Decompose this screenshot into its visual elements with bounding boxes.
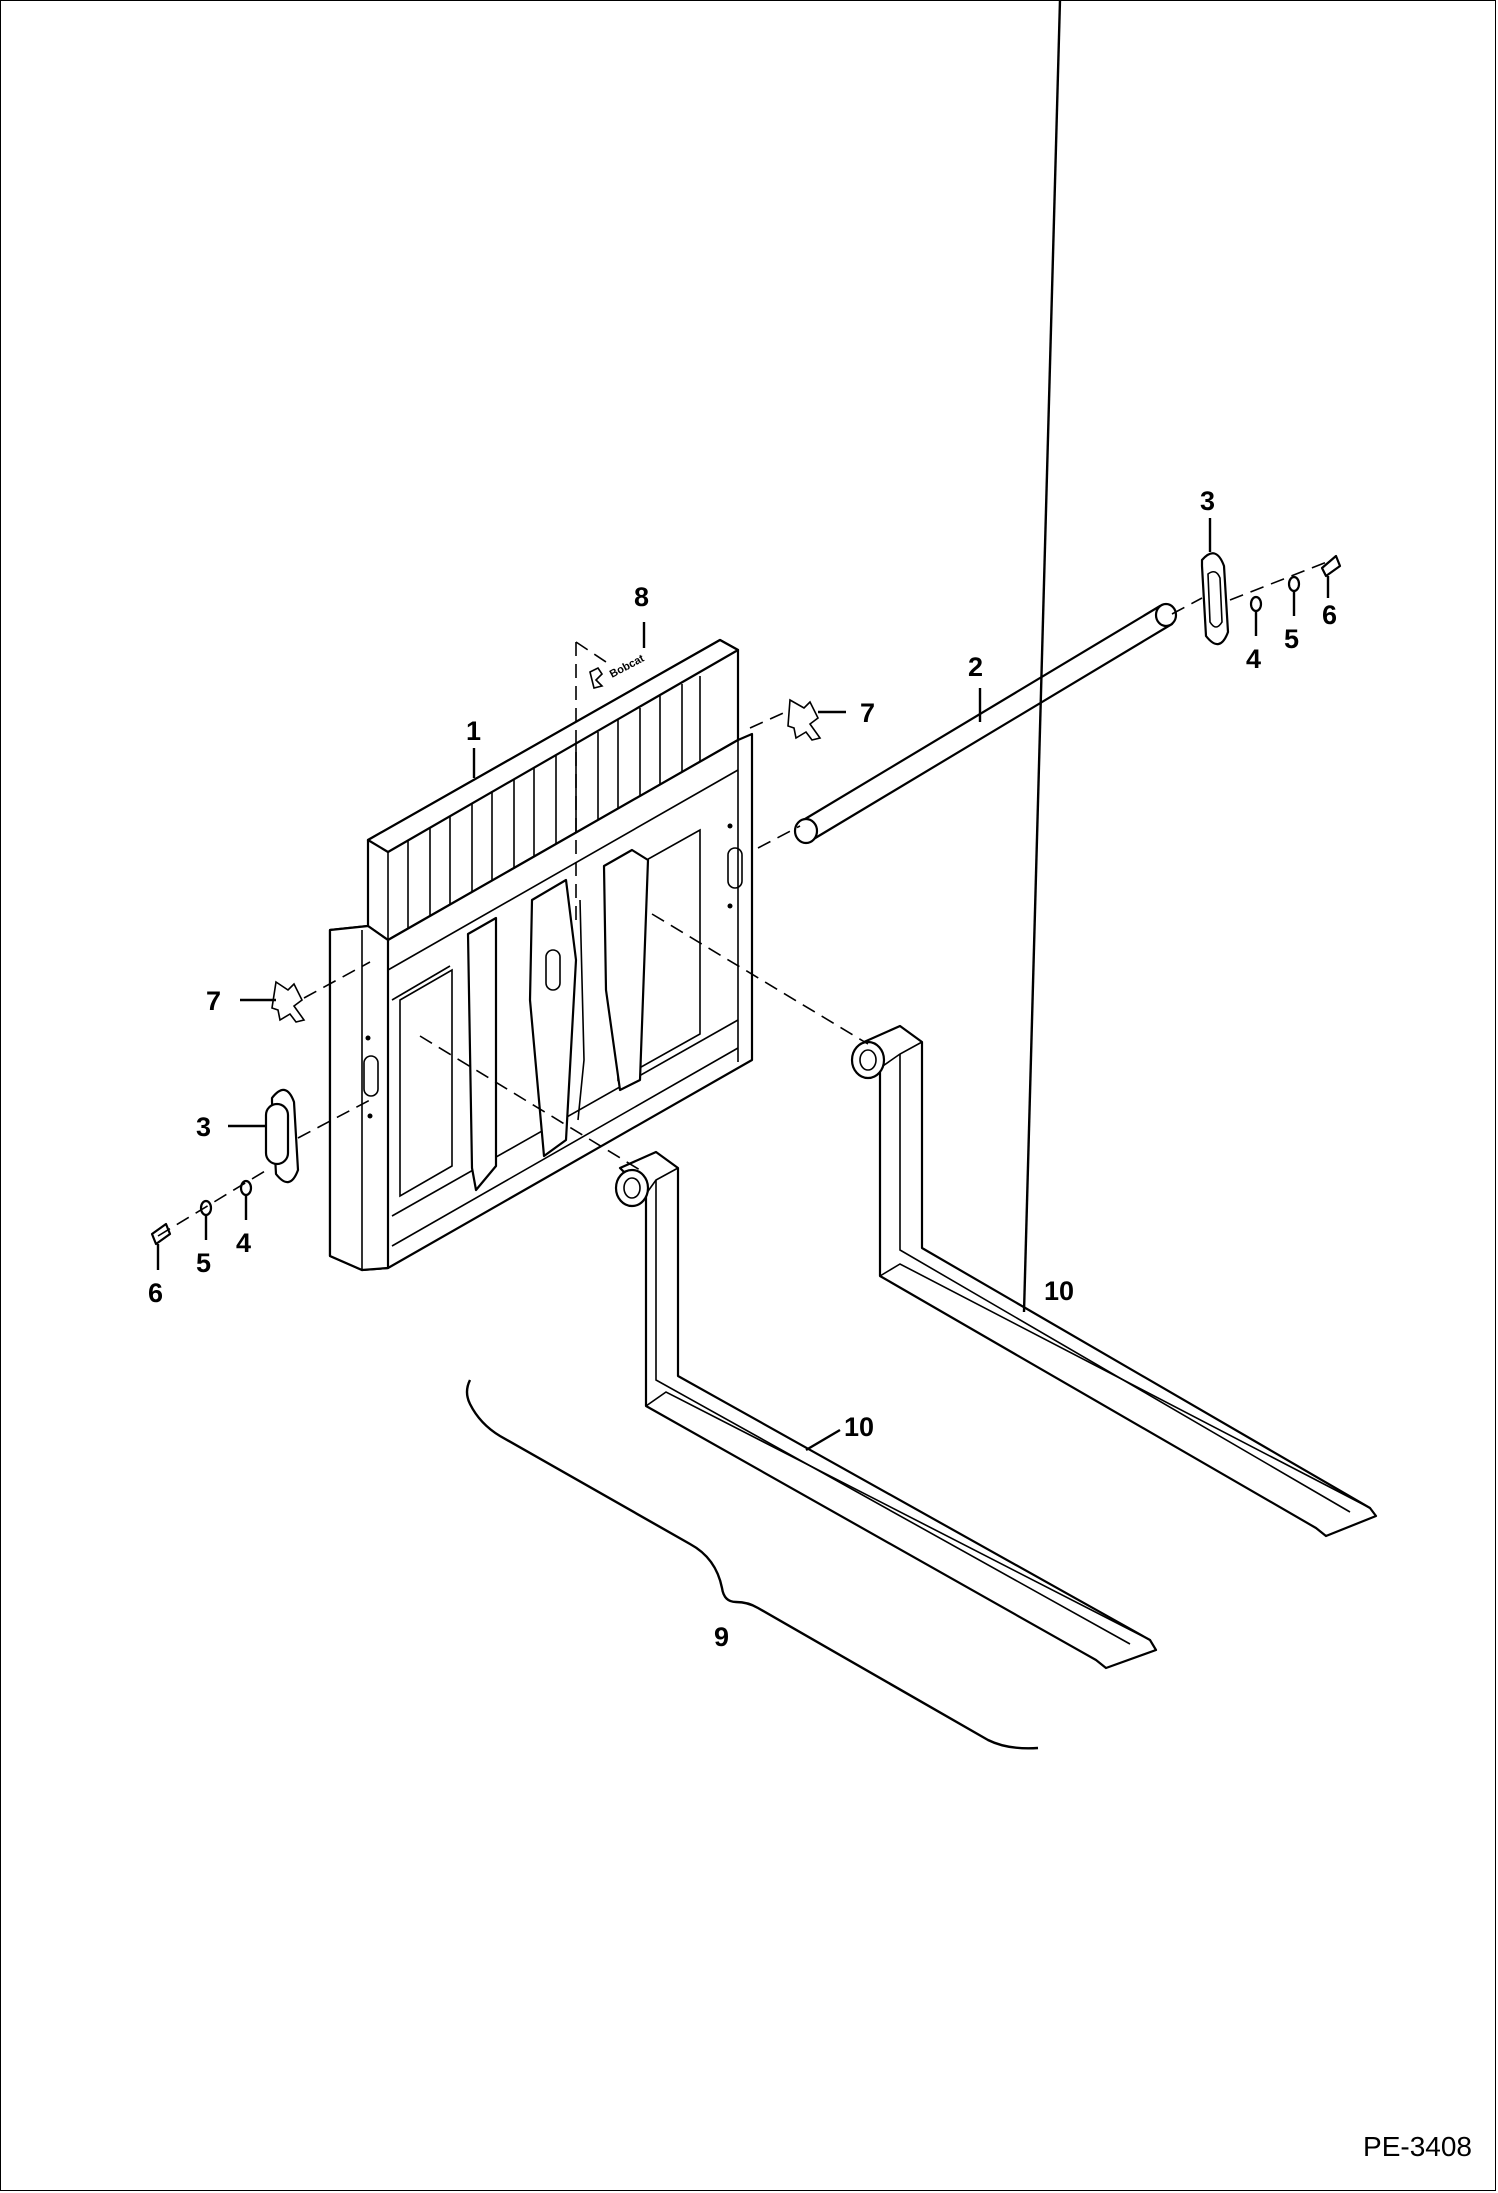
fork-set-brace [465,1379,1039,1750]
callout-fork-front: 10 [844,1412,874,1442]
callout-fork-rear: 10 [1044,1276,1074,1306]
callout-decal-left: 7 [206,986,221,1016]
callout-decal-right: 7 [860,698,875,728]
lockwasher-right [1287,575,1301,593]
callout-bolt-left: 6 [148,1278,163,1308]
leader-lines [156,0,1330,1452]
cap-left [264,1088,300,1184]
cap-right [1200,552,1230,646]
fork-front [614,1150,1158,1670]
callout-carriage-frame: 1 [466,716,481,746]
assembly-lines [157,559,1333,1237]
washer-left [239,1179,253,1197]
callout-cap-left: 3 [196,1112,211,1142]
callout-fork-set: 9 [714,1622,729,1652]
callout-washer-right: 4 [1246,644,1261,674]
callout-pivot-shaft: 2 [968,652,983,682]
decal-logo-text: Bobcat [608,652,647,680]
decal-left [271,980,306,1023]
lockwasher-left [199,1199,213,1217]
callout-bolt-right: 6 [1322,600,1337,630]
washer-right [1249,595,1263,613]
callout-cap-right: 3 [1200,486,1215,516]
decal-right [787,698,822,741]
fork-rear [850,1024,1378,1538]
callout-lockwasher-right: 5 [1284,624,1299,654]
carriage-frame [328,638,754,1272]
callout-decal-logo: 8 [634,582,649,612]
callout-washer-left: 4 [236,1228,251,1258]
callout-lockwasher-left: 5 [196,1248,211,1278]
bolt-right [1320,554,1342,578]
pivot-shaft [793,602,1178,845]
figure-reference: PE-3408 [1363,2131,1472,2162]
